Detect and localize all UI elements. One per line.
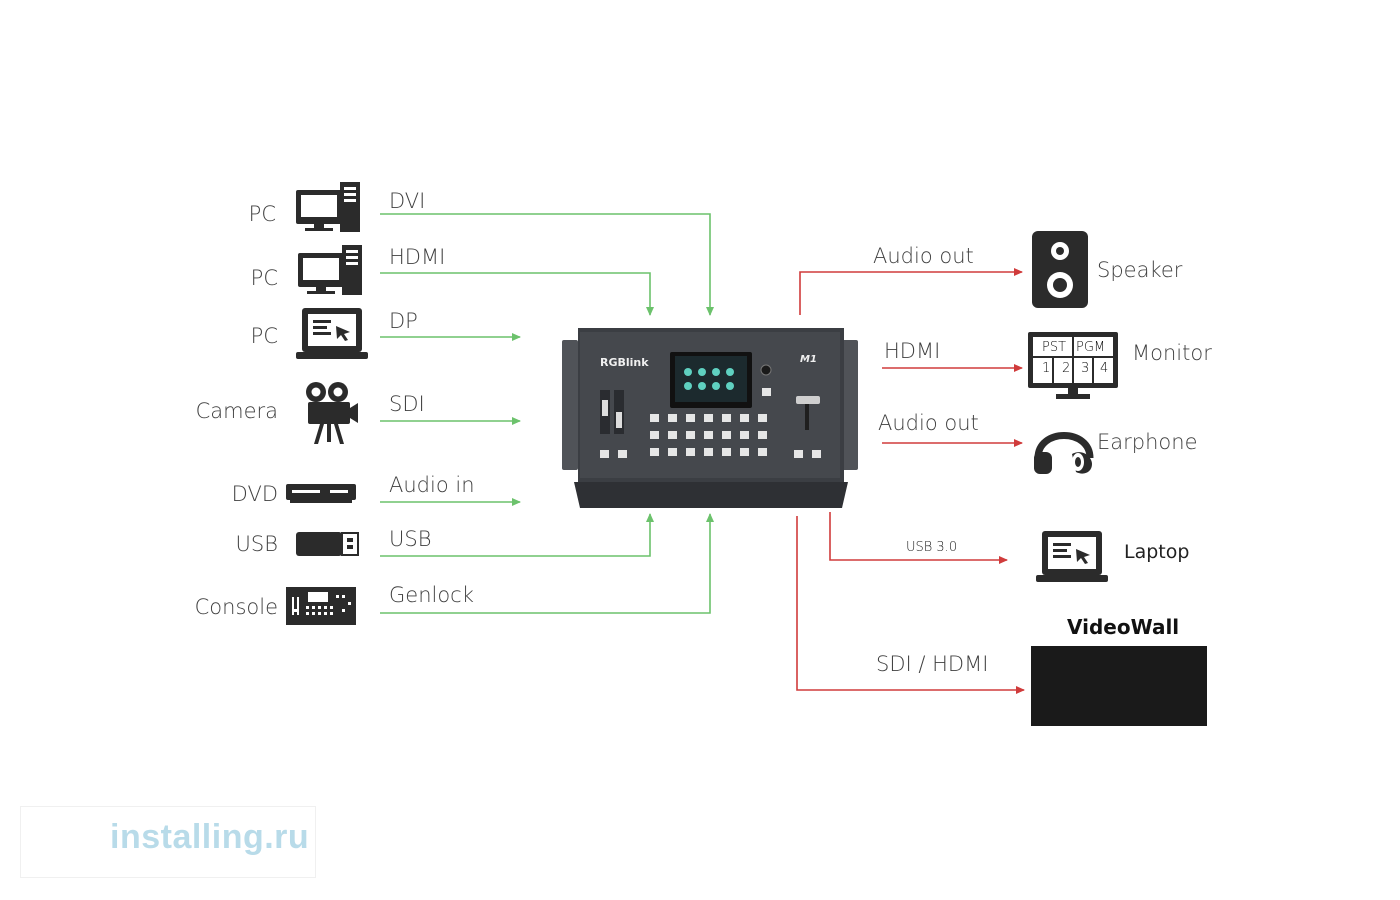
signal-label-sdi: SDI <box>389 392 425 416</box>
device-label-pc-2: PC <box>250 266 278 290</box>
device-label-speaker: Speaker <box>1097 258 1183 282</box>
device-brand: RGBlink <box>600 356 649 369</box>
headphones-icon <box>1034 432 1094 474</box>
monitor-cell-2: 2 <box>1062 361 1071 376</box>
console-icon <box>286 587 356 625</box>
device-label-pc-1: PC <box>248 202 276 226</box>
line-sdi-hdmi <box>796 516 1025 694</box>
monitor-pst-label: PST <box>1042 340 1067 355</box>
device-label-videowall: VideoWall <box>1067 615 1180 639</box>
rgblink-switcher <box>562 328 858 508</box>
pc-icon <box>298 245 362 295</box>
monitor-icon <box>1028 332 1118 399</box>
watermark-box <box>20 806 316 878</box>
line-hdmi-in <box>380 272 654 316</box>
monitor-cell-1: 1 <box>1042 361 1051 376</box>
monitor-pgm-label: PGM <box>1076 340 1106 355</box>
device-label-dvd: DVD <box>231 482 278 506</box>
device-label-laptop: Laptop <box>1124 541 1190 563</box>
pc-icon <box>296 182 360 232</box>
device-model: M1 <box>800 354 817 365</box>
signal-label-hdmi-out: HDMI <box>884 339 941 363</box>
device-label-pc-3: PC <box>250 324 278 348</box>
laptop-icon <box>296 308 368 359</box>
signal-label-usb-in: USB <box>389 527 432 551</box>
speaker-icon <box>1032 231 1088 308</box>
laptop-output-icon <box>1036 531 1108 582</box>
line-genlock <box>380 513 714 614</box>
line-usb3 <box>829 512 1008 564</box>
signal-label-usb3: USB 3.0 <box>906 540 958 555</box>
line-audio-out-1 <box>799 268 1023 315</box>
videowall-panel <box>1031 646 1207 726</box>
signal-label-dvi: DVI <box>389 189 426 213</box>
device-label-monitor: Monitor <box>1132 341 1212 365</box>
signal-label-genlock: Genlock <box>389 583 474 607</box>
usb-stick-icon <box>296 532 359 556</box>
signal-label-hdmi-in: HDMI <box>389 245 446 269</box>
device-label-usb: USB <box>235 532 278 556</box>
signal-label-audio-in: Audio in <box>389 473 475 497</box>
monitor-cell-3: 3 <box>1081 361 1090 376</box>
monitor-cell-4: 4 <box>1100 361 1109 376</box>
signal-label-audio-out-1: Audio out <box>873 244 974 268</box>
signal-label-audio-out-2: Audio out <box>878 411 979 435</box>
signal-label-dp: DP <box>389 309 418 333</box>
device-label-console: Console <box>194 595 278 619</box>
camera-icon <box>306 382 358 444</box>
dvd-player-icon <box>286 484 356 503</box>
line-dvi <box>380 213 714 316</box>
device-label-earphone: Earphone <box>1097 430 1198 454</box>
line-usb-in <box>380 513 654 557</box>
watermark-text: installing.ru <box>110 818 310 856</box>
signal-label-sdi-hdmi: SDI / HDMI <box>876 652 989 676</box>
device-label-camera: Camera <box>195 399 278 423</box>
